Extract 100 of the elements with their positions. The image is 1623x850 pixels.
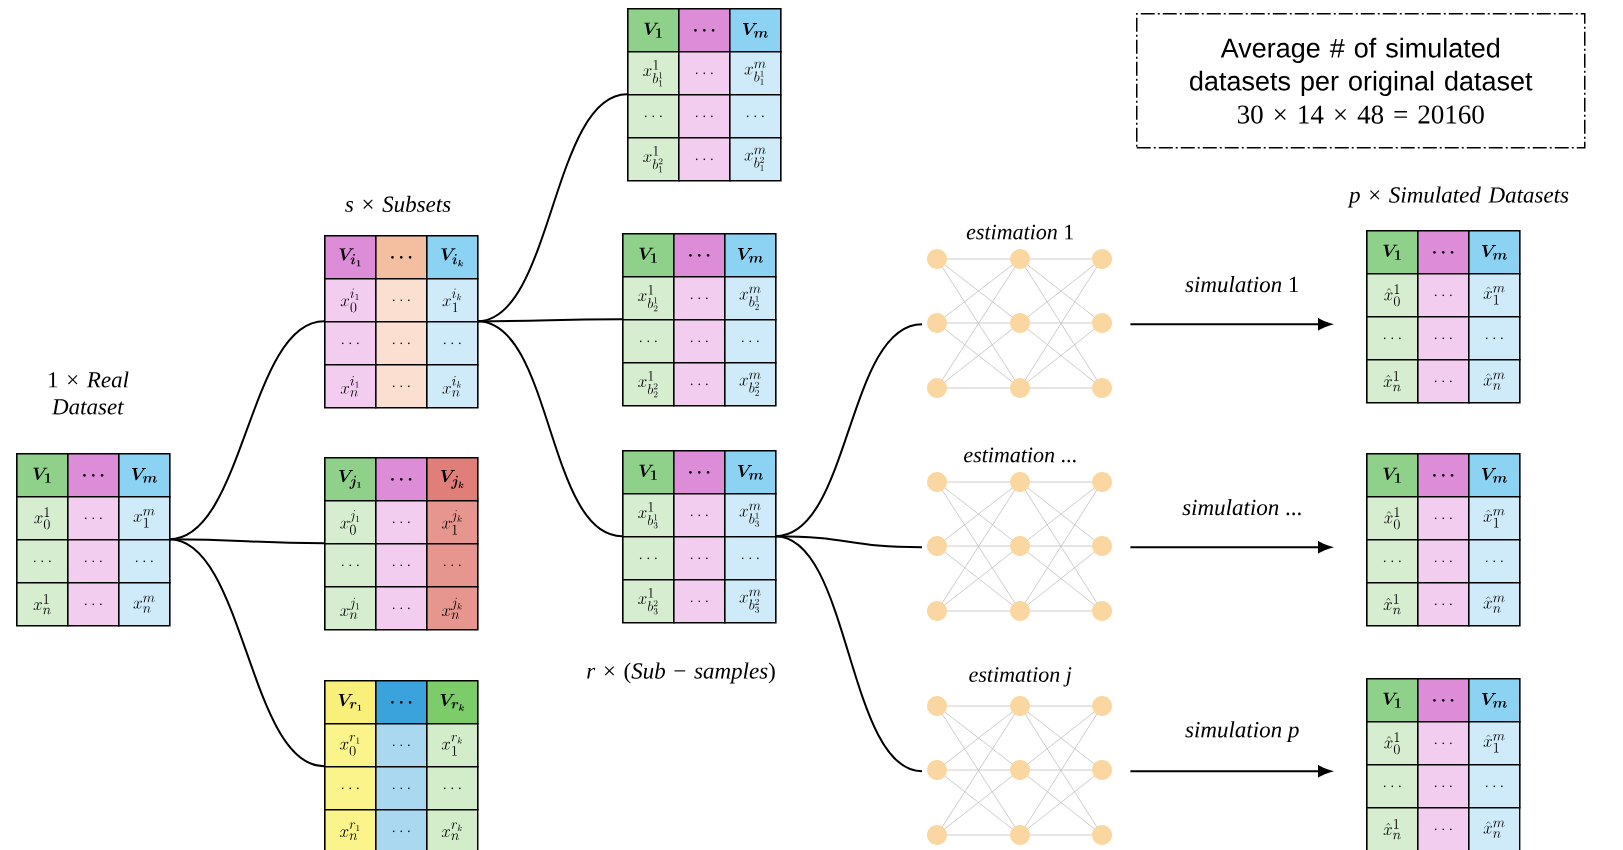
table-cell: $\boldsymbol{V_{1}}$ xyxy=(622,233,675,278)
table-cell: $\boldsymbol{\ldots}$ xyxy=(678,8,731,53)
table-cell: $\ldots$ xyxy=(1417,764,1470,809)
table-cell: $\ldots$ xyxy=(673,579,726,624)
table-cell: $\boldsymbol{\ldots}$ xyxy=(1417,230,1470,275)
table-cell: $\ldots$ xyxy=(729,94,782,139)
connector xyxy=(476,320,623,538)
table-cell: $\ldots$ xyxy=(375,723,428,768)
table-cell: $\ldots$ xyxy=(1417,582,1470,627)
table-cell: $\hat{x}_{n}^{m}$ xyxy=(1468,582,1521,627)
table-cell: $\ldots$ xyxy=(1417,721,1470,766)
table-cell: $\boldsymbol{\ldots}$ xyxy=(1417,678,1470,723)
table-cell: $\boldsymbol{V_{1}}$ xyxy=(1366,230,1419,275)
table-cell: $x_{n}^{1}$ xyxy=(16,582,69,627)
table-cell: $\ldots$ xyxy=(1417,539,1470,584)
table-cell: $x_{n}^{r_1}$ xyxy=(324,809,377,850)
edge-label: simulation p xyxy=(1183,719,1302,745)
table-cell: $x_{b_2^1}^{m}$ xyxy=(724,276,777,321)
table-cell: $x_{1}^{j_k}$ xyxy=(426,500,479,545)
table-cell: $x_{b_3^1}^{1}$ xyxy=(622,493,675,538)
table-cell: $\ldots$ xyxy=(678,51,731,96)
table-cell: $\boldsymbol{\ldots}$ xyxy=(375,457,428,502)
table-cell: $\ldots$ xyxy=(673,493,726,538)
table-cell: $\boldsymbol{V_{m}}$ xyxy=(729,8,782,53)
table-cell: $\boldsymbol{V_{r_1}}$ xyxy=(324,680,377,725)
table-cell: $x_{1}^{r_k}$ xyxy=(426,723,479,768)
table-cell: $\boldsymbol{\ldots}$ xyxy=(1417,453,1470,498)
table-cell: $\ldots$ xyxy=(426,321,479,366)
table-cell: $\ldots$ xyxy=(118,539,171,584)
table-cell: $x_{b_1^1}^{m}$ xyxy=(729,51,782,96)
table-cell: $\boldsymbol{V_{i_k}}$ xyxy=(426,235,479,280)
table-cell: $\ldots$ xyxy=(1417,359,1470,404)
table-cell: $\ldots$ xyxy=(375,321,428,366)
table-cell: $x_{n}^{j_1}$ xyxy=(324,586,377,631)
table-cell: $\ldots$ xyxy=(673,319,726,364)
table-cell: $\boldsymbol{V_{m}}$ xyxy=(118,453,171,498)
table-cell: $\hat{x}_{1}^{m}$ xyxy=(1468,721,1521,766)
table-cell: $\ldots$ xyxy=(67,496,120,541)
table-cell: $\ldots$ xyxy=(324,543,377,588)
connector xyxy=(774,535,923,773)
table-cell: $x_{n}^{r_k}$ xyxy=(426,809,479,850)
table-cell: $\ldots$ xyxy=(67,539,120,584)
table-cell: $\boldsymbol{V_{1}}$ xyxy=(16,453,69,498)
note-box: Average # of simulated datasets per original dataset 30 × 14 × 48 = 20160 xyxy=(1136,13,1586,149)
table-cell: $x_{b_1^1}^{1}$ xyxy=(627,51,680,96)
table-cell: $x_{1}^{m}$ xyxy=(118,496,171,541)
table-cell: $\boldsymbol{V_{j_1}}$ xyxy=(324,457,377,502)
table-cell: $\ldots$ xyxy=(1366,316,1419,361)
table-cell: $\ldots$ xyxy=(1417,496,1470,541)
group-heading: p × Simulated Datasets xyxy=(1347,186,1569,208)
network-heading: estimation 1 xyxy=(966,224,1073,240)
table-cell: $\boldsymbol{V_{i_1}}$ xyxy=(324,235,377,280)
table-cell: $x_{n}^{i_k}$ xyxy=(426,364,479,409)
table-cell: $\ldots$ xyxy=(673,362,726,407)
table-cell: $\boldsymbol{V_{m}}$ xyxy=(1468,230,1521,275)
table-cell: $\boldsymbol{V_{1}}$ xyxy=(627,8,680,53)
table-cell: $\ldots$ xyxy=(724,319,777,364)
table-cell: $x_{b_2^2}^{1}$ xyxy=(622,362,675,407)
table-cell: $\ldots$ xyxy=(1468,539,1521,584)
table-cell: $\ldots$ xyxy=(1468,316,1521,361)
table-cell: $\ldots$ xyxy=(1366,764,1419,809)
table-cell: $\boldsymbol{V_{m}}$ xyxy=(1468,678,1521,723)
group-heading: r × (Sub − samples) xyxy=(587,662,775,684)
table-cell: $x_{1}^{i_k}$ xyxy=(426,278,479,323)
table-cell: $x_{n}^{m}$ xyxy=(118,582,171,627)
table-cell: $\hat{x}_{0}^{1}$ xyxy=(1366,721,1419,766)
edge-label: simulation ... xyxy=(1180,497,1305,518)
table-cell: $\boldsymbol{V_{1}}$ xyxy=(622,450,675,495)
table-cell: $x_{b_1^2}^{1}$ xyxy=(627,137,680,182)
table-cell: $\boldsymbol{\ldots}$ xyxy=(673,233,726,278)
table-cell: $\ldots$ xyxy=(375,500,428,545)
connector xyxy=(1129,541,1332,553)
table-cell: $\ldots$ xyxy=(375,543,428,588)
table-cell: $\hat{x}_{n}^{1}$ xyxy=(1366,807,1419,850)
network-heading: estimation j xyxy=(969,667,1072,687)
table-cell: $\boldsymbol{V_{j_k}}$ xyxy=(426,457,479,502)
table-cell: $\ldots$ xyxy=(16,539,69,584)
table-cell: $\ldots$ xyxy=(1468,764,1521,809)
table-cell: $\hat{x}_{n}^{1}$ xyxy=(1366,359,1419,404)
table-cell: $\boldsymbol{V_{m}}$ xyxy=(724,450,777,495)
table-cell: $x_{b_1^2}^{m}$ xyxy=(729,137,782,182)
table-cell: $\ldots$ xyxy=(627,94,680,139)
table-cell: $x_{n}^{j_k}$ xyxy=(426,586,479,631)
table-cell: $\hat{x}_{n}^{m}$ xyxy=(1468,359,1521,404)
table-cell: $\boldsymbol{\ldots}$ xyxy=(673,450,726,495)
table-cell: $\hat{x}_{n}^{1}$ xyxy=(1366,582,1419,627)
table-cell: $\hat{x}_{1}^{m}$ xyxy=(1468,496,1521,541)
table-cell: $\boldsymbol{V_{m}}$ xyxy=(1468,453,1521,498)
table-cell: $x_{b_3^2}^{m}$ xyxy=(724,579,777,624)
network-heading: estimation ... xyxy=(964,447,1076,463)
connector xyxy=(1129,318,1332,330)
table-cell: $x_{b_3^2}^{1}$ xyxy=(622,579,675,624)
table-cell: $\ldots$ xyxy=(375,766,428,811)
table-cell: $\ldots$ xyxy=(426,766,479,811)
table-cell: $\ldots$ xyxy=(678,94,731,139)
table-cell: $\ldots$ xyxy=(678,137,731,182)
table-cell: $x_{0}^{j_1}$ xyxy=(324,500,377,545)
table-cell: $\ldots$ xyxy=(324,321,377,366)
table-cell: $\boldsymbol{\ldots}$ xyxy=(375,235,428,280)
table-cell: $x_{0}^{r_1}$ xyxy=(324,723,377,768)
